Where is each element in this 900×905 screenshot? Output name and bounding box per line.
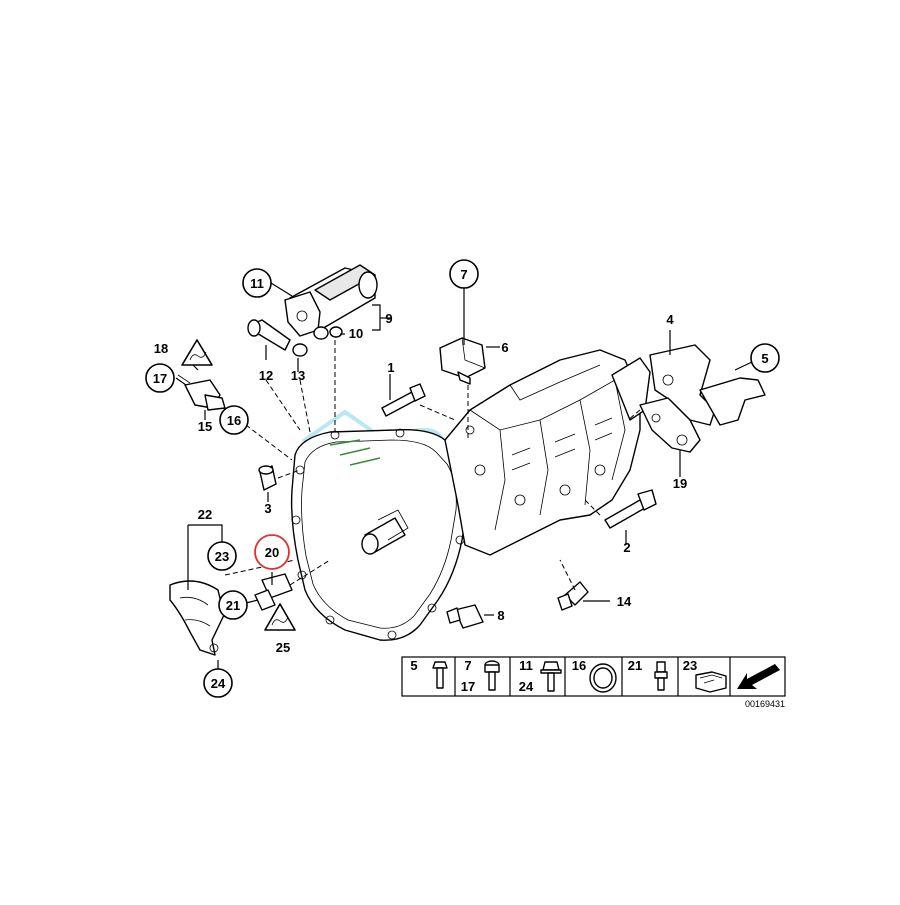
sensor-part-6: [439, 337, 486, 385]
callout-22: 22: [198, 507, 212, 522]
callout-1: 1: [387, 360, 394, 375]
svg-text:7: 7: [464, 658, 471, 673]
mount-plate-part-19: [639, 397, 701, 453]
washer-part-13: [292, 343, 308, 357]
callout-7: 7: [449, 259, 479, 289]
bolt-part-1: [381, 383, 426, 417]
svg-text:11: 11: [519, 658, 533, 673]
svg-text:17: 17: [461, 679, 475, 694]
bracket-part-4: [649, 344, 766, 426]
callout-24: 24: [203, 668, 233, 698]
legend-item-11-24: 11 24: [519, 658, 562, 694]
sensor-part-20: [254, 573, 293, 611]
legend-item-arrow: [737, 664, 780, 689]
callout-8: 8: [497, 608, 504, 623]
svg-text:24: 24: [211, 676, 226, 691]
sensor-part-14: [557, 581, 589, 611]
svg-text:5: 5: [410, 658, 417, 673]
actuator-part-9: [284, 264, 378, 337]
svg-text:21: 21: [628, 658, 642, 673]
callout-15: 15: [198, 419, 212, 434]
callout-9: 9: [385, 311, 392, 326]
legend-item-21: 21: [628, 658, 668, 691]
svg-text:16: 16: [227, 413, 241, 428]
bolt-flange-icon: [540, 661, 562, 692]
callout-11: 11: [242, 268, 272, 298]
callout-25: 25: [264, 603, 296, 655]
bolt-part-2: [604, 489, 657, 529]
direction-arrow-icon: [737, 664, 780, 689]
stud-bolt-icon: [654, 661, 668, 691]
svg-text:23: 23: [215, 549, 229, 564]
callout-21: 21: [218, 590, 248, 620]
callout-3: 3: [264, 501, 271, 516]
callout-12: 12: [259, 368, 273, 383]
bolt-part-12: [247, 319, 291, 351]
seal-ring-icon: [589, 663, 617, 693]
svg-text:23: 23: [683, 658, 697, 673]
callouts: 11 7 5 17 16 20 23 21: [145, 259, 780, 698]
legend-item-23: 23: [683, 658, 727, 693]
callout-2: 2: [623, 540, 630, 555]
fastener-legend: 5 7 17 11 24: [401, 656, 786, 709]
svg-text:7: 7: [460, 267, 467, 282]
legend-item-5: 5: [410, 658, 448, 689]
callout-20: 20: [254, 534, 290, 570]
svg-text:24: 24: [519, 679, 534, 694]
svg-text:20: 20: [265, 545, 279, 560]
callout-10: 10: [349, 326, 363, 341]
svg-text:25: 25: [276, 640, 290, 655]
callout-16: 16: [219, 405, 249, 435]
svg-text:11: 11: [250, 276, 264, 291]
callout-23: 23: [207, 541, 237, 571]
torque-symbol-icon: [271, 616, 289, 626]
callout-4: 4: [666, 312, 674, 327]
dowel-part-3: [258, 465, 277, 491]
svg-text:17: 17: [153, 371, 167, 386]
svg-text:18: 18: [154, 341, 168, 356]
callout-6: 6: [501, 340, 508, 355]
svg-text:21: 21: [226, 598, 240, 613]
svg-text:5: 5: [761, 351, 768, 366]
torque-symbol-icon: [189, 351, 207, 361]
switch-part-8: [446, 604, 484, 629]
callout-19: 19: [673, 476, 687, 491]
callout-18: 18: [154, 339, 213, 366]
heat-shield-part-22: [169, 580, 225, 656]
callout-5: 5: [750, 343, 780, 373]
svg-text:16: 16: [572, 658, 586, 673]
bolt-hex-icon: [432, 661, 448, 689]
bolt-allen-icon: [484, 660, 500, 691]
callout-17: 17: [145, 363, 175, 393]
sensor-part-15: [177, 374, 226, 411]
leader-lines: [175, 282, 753, 675]
legend-item-7-17: 7 17: [461, 658, 500, 694]
callout-13: 13: [291, 368, 305, 383]
legend-item-16: 16: [572, 658, 617, 693]
nut-part-10: [313, 326, 343, 340]
clip-nut-icon: [695, 671, 727, 693]
callout-14: 14: [617, 594, 632, 609]
transmission-housing: [290, 349, 651, 641]
diagram-number: 00169431: [745, 699, 785, 709]
